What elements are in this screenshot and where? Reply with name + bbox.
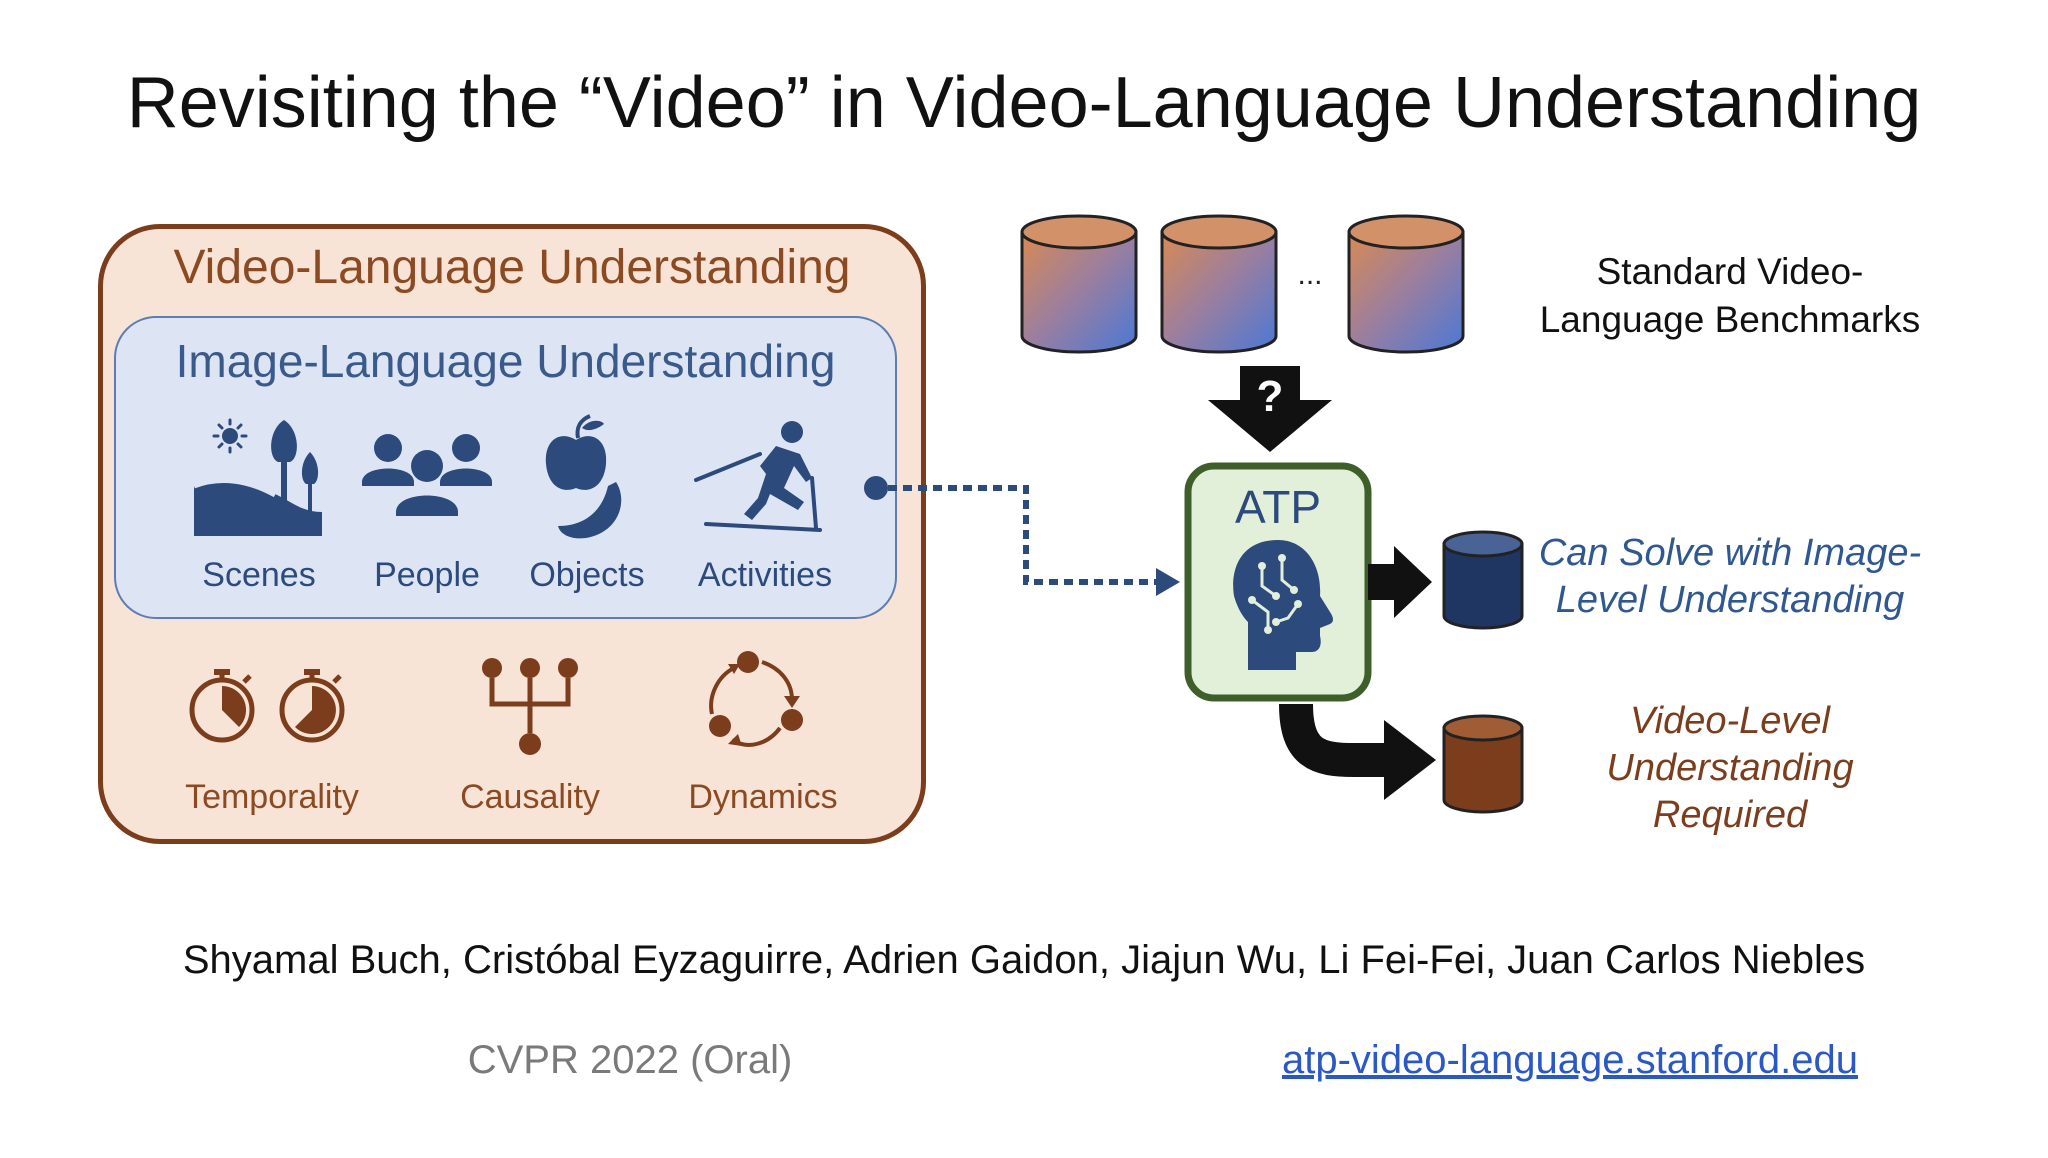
video-level-outcome-line1: Video-Level bbox=[1629, 700, 1830, 742]
video-level-outcome: Video-Level Understanding Required bbox=[1500, 698, 1960, 839]
skier-icon bbox=[694, 421, 822, 532]
question-mark: ? bbox=[1256, 372, 1284, 421]
people-label: People bbox=[374, 556, 480, 594]
causality-label: Causality bbox=[460, 778, 600, 816]
benchmark-label-line2: Language Benchmarks bbox=[1539, 299, 1921, 340]
video-level-outcome-line2: Understanding bbox=[1606, 747, 1854, 789]
benchmark-db-icon bbox=[1347, 214, 1465, 354]
video-level-db-icon bbox=[1442, 714, 1524, 814]
image-language-title: Image-Language Understanding bbox=[175, 335, 836, 387]
temporality-label: Temporality bbox=[185, 778, 359, 816]
video-language-title: Video-Language Understanding bbox=[173, 241, 851, 294]
image-level-outcome: Can Solve with Image- Level Understandin… bbox=[1500, 530, 1960, 624]
fruit-icon bbox=[545, 414, 622, 539]
activities-label: Activities bbox=[697, 556, 833, 594]
image-level-db-icon bbox=[1442, 530, 1524, 630]
image-level-arrow bbox=[1368, 546, 1432, 618]
dotted-connector-arrow bbox=[864, 476, 1180, 596]
people-icon bbox=[362, 434, 492, 516]
atp-label: ATP bbox=[1234, 481, 1322, 533]
website-link[interactable]: atp-video-language.stanford.edu bbox=[1282, 1038, 1858, 1082]
scenes-label: Scenes bbox=[202, 556, 316, 594]
stopwatch-icon bbox=[189, 669, 345, 743]
benchmark-ellipsis: ... bbox=[1297, 258, 1323, 291]
image-level-outcome-line2: Level Understanding bbox=[1555, 579, 1905, 621]
page-title: Revisiting the “Video” in Video-Language… bbox=[126, 63, 1922, 143]
cycle-icon bbox=[709, 651, 803, 747]
video-level-outcome-line3: Required bbox=[1652, 794, 1808, 836]
benchmark-db-icon bbox=[1020, 214, 1138, 354]
causal-graph-icon bbox=[482, 658, 578, 755]
objects-label: Objects bbox=[529, 556, 645, 594]
dynamics-label: Dynamics bbox=[688, 778, 838, 816]
venue-label: CVPR 2022 (Oral) bbox=[467, 1038, 793, 1082]
ai-brain-head-icon bbox=[1233, 540, 1333, 670]
landscape-icon bbox=[193, 418, 322, 536]
down-arrow bbox=[1208, 366, 1332, 452]
benchmark-label-line1: Standard Video- bbox=[1596, 251, 1864, 292]
benchmark-label: Standard Video- Language Benchmarks bbox=[1500, 248, 1960, 344]
authors-line: Shyamal Buch, Cristóbal Eyzaguirre, Adri… bbox=[182, 938, 1866, 982]
image-level-outcome-line1: Can Solve with Image- bbox=[1538, 532, 1922, 574]
benchmark-db-icon bbox=[1160, 214, 1278, 354]
video-level-arrow bbox=[1279, 703, 1436, 800]
